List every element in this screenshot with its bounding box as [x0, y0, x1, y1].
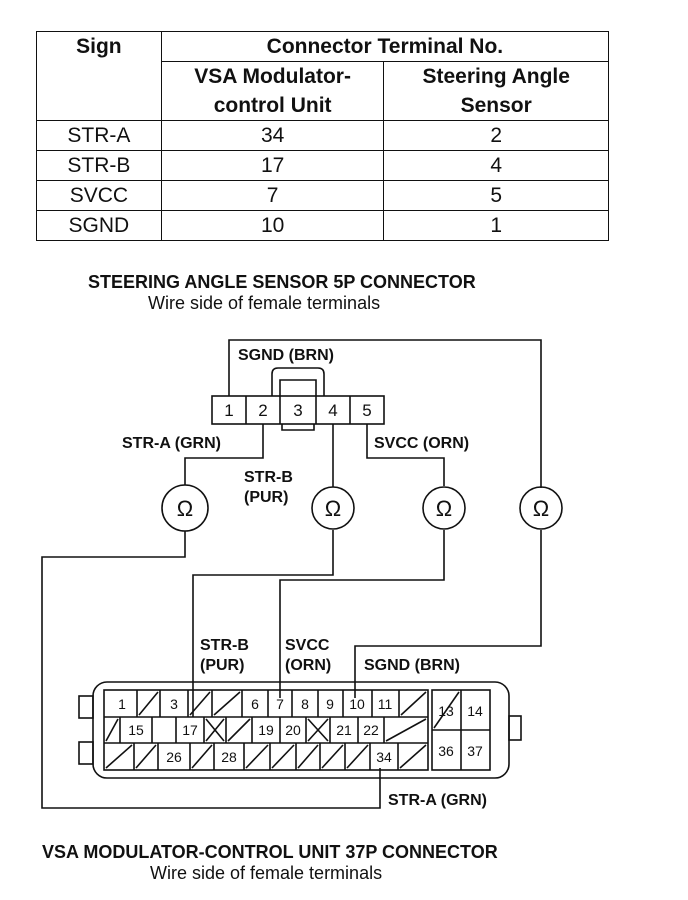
label-str-a-bottom: STR-A (GRN): [388, 792, 487, 809]
label-svcc-bottom-1: SVCC: [285, 637, 330, 654]
label-str-a-top: STR-A (GRN): [122, 435, 221, 452]
sensor-pin-3: 3: [293, 401, 302, 420]
sensor-connector-subtitle: Wire side of female terminals: [148, 293, 381, 313]
vsa-pin: 22: [363, 722, 379, 738]
vsa-pin: 15: [128, 722, 144, 738]
vsa-pin: 36: [438, 743, 454, 759]
ohmmeter-str-b: [311, 486, 355, 530]
vsa-pin: 26: [166, 749, 182, 765]
vsa-connector-title: VSA MODULATOR-CONTROL UNIT 37P CONNECTOR: [42, 842, 498, 862]
vsa-pin: 34: [376, 749, 392, 765]
vsa-pin: 11: [378, 696, 393, 712]
ohm-icon: Ω: [177, 496, 193, 521]
wire-sgnd-lower: [354, 530, 542, 698]
label-svcc-bottom-2: (ORN): [285, 657, 331, 674]
vsa-pin: 19: [258, 722, 274, 738]
vsa-pin: 21: [336, 722, 352, 738]
vsa-pin: 20: [285, 722, 301, 738]
label-sgnd-top: SGND (BRN): [238, 347, 334, 364]
label-str-b-bottom-1: STR-B: [200, 637, 249, 654]
wire-str-a: [184, 424, 264, 485]
vsa-pin: 10: [349, 696, 365, 712]
ohm-icon: Ω: [325, 496, 341, 521]
ohmmeter-svcc: [422, 486, 466, 530]
wire-svcc: [366, 424, 445, 486]
ohm-icon: Ω: [533, 496, 549, 521]
label-str-b-top-1: STR-B: [244, 469, 293, 486]
row-sign: SVCC: [36, 180, 162, 211]
header-sign: Sign: [36, 31, 162, 121]
vsa-pin: 17: [182, 722, 198, 738]
vsa-pin: 9: [326, 696, 334, 712]
vsa-pin: 1: [118, 696, 126, 712]
row-vsa: 34: [160, 120, 385, 151]
sensor-connector-title: STEERING ANGLE SENSOR 5P CONNECTOR: [88, 272, 476, 292]
row-vsa: 17: [160, 150, 385, 181]
row-vsa: 7: [160, 180, 385, 211]
vsa-connector-caption: VSA MODULATOR-CONTROL UNIT 37P CONNECTOR…: [0, 842, 688, 884]
vsa-pin: 7: [276, 696, 284, 712]
vsa-pin: 37: [467, 743, 483, 759]
label-svcc-top: SVCC (ORN): [374, 435, 469, 452]
vsa-pin: 6: [251, 696, 259, 712]
terminal-table: Sign Connector Terminal No. VSA Modulato…: [36, 31, 610, 241]
vsa-connector-subtitle: Wire side of female terminals: [150, 863, 383, 883]
vsa-pin: 14: [467, 703, 483, 719]
ohmmeter-sgnd: [519, 486, 563, 530]
sensor-connector-body: [211, 395, 385, 425]
ohmmeter-str-a: [161, 484, 209, 532]
vsa-pin: 3: [170, 696, 178, 712]
row-vsa: 10: [160, 210, 385, 241]
sensor-pin-4: 4: [328, 401, 337, 420]
wire-str-a-lower: [41, 531, 381, 809]
label-sgnd-bottom: SGND (BRN): [364, 657, 460, 674]
table-row: SGND 10 1: [36, 210, 609, 241]
wire-svcc-lower: [279, 530, 445, 698]
vsa-pin: 28: [221, 749, 237, 765]
wire-str-b-lower: [192, 530, 334, 717]
sensor-connector-caption: STEERING ANGLE SENSOR 5P CONNECTOR Wire …: [0, 272, 688, 314]
wire-sgnd: [228, 339, 542, 488]
vsa-pin: 13: [438, 703, 454, 719]
table-row: STR-A 34 2: [36, 120, 609, 151]
label-str-b-bottom-2: (PUR): [200, 657, 244, 674]
header-connector-terminal: Connector Terminal No.: [160, 31, 610, 62]
header-vsa: VSA Modulator-control Unit: [160, 61, 385, 121]
ohm-icon: Ω: [436, 496, 452, 521]
table-row: SVCC 7 5: [36, 180, 609, 211]
sensor-pin-2: 2: [258, 401, 267, 420]
row-sensor: 1: [383, 210, 609, 241]
vsa-pin: 8: [301, 696, 309, 712]
sensor-pin-1: 1: [224, 401, 233, 420]
sensor-connector-latch: [271, 367, 325, 396]
sensor-pin-5: 5: [362, 401, 371, 420]
label-str-b-top-2: (PUR): [244, 489, 288, 506]
row-sign: SGND: [36, 210, 162, 241]
row-sensor: 4: [383, 150, 609, 181]
row-sign: STR-A: [36, 120, 162, 151]
